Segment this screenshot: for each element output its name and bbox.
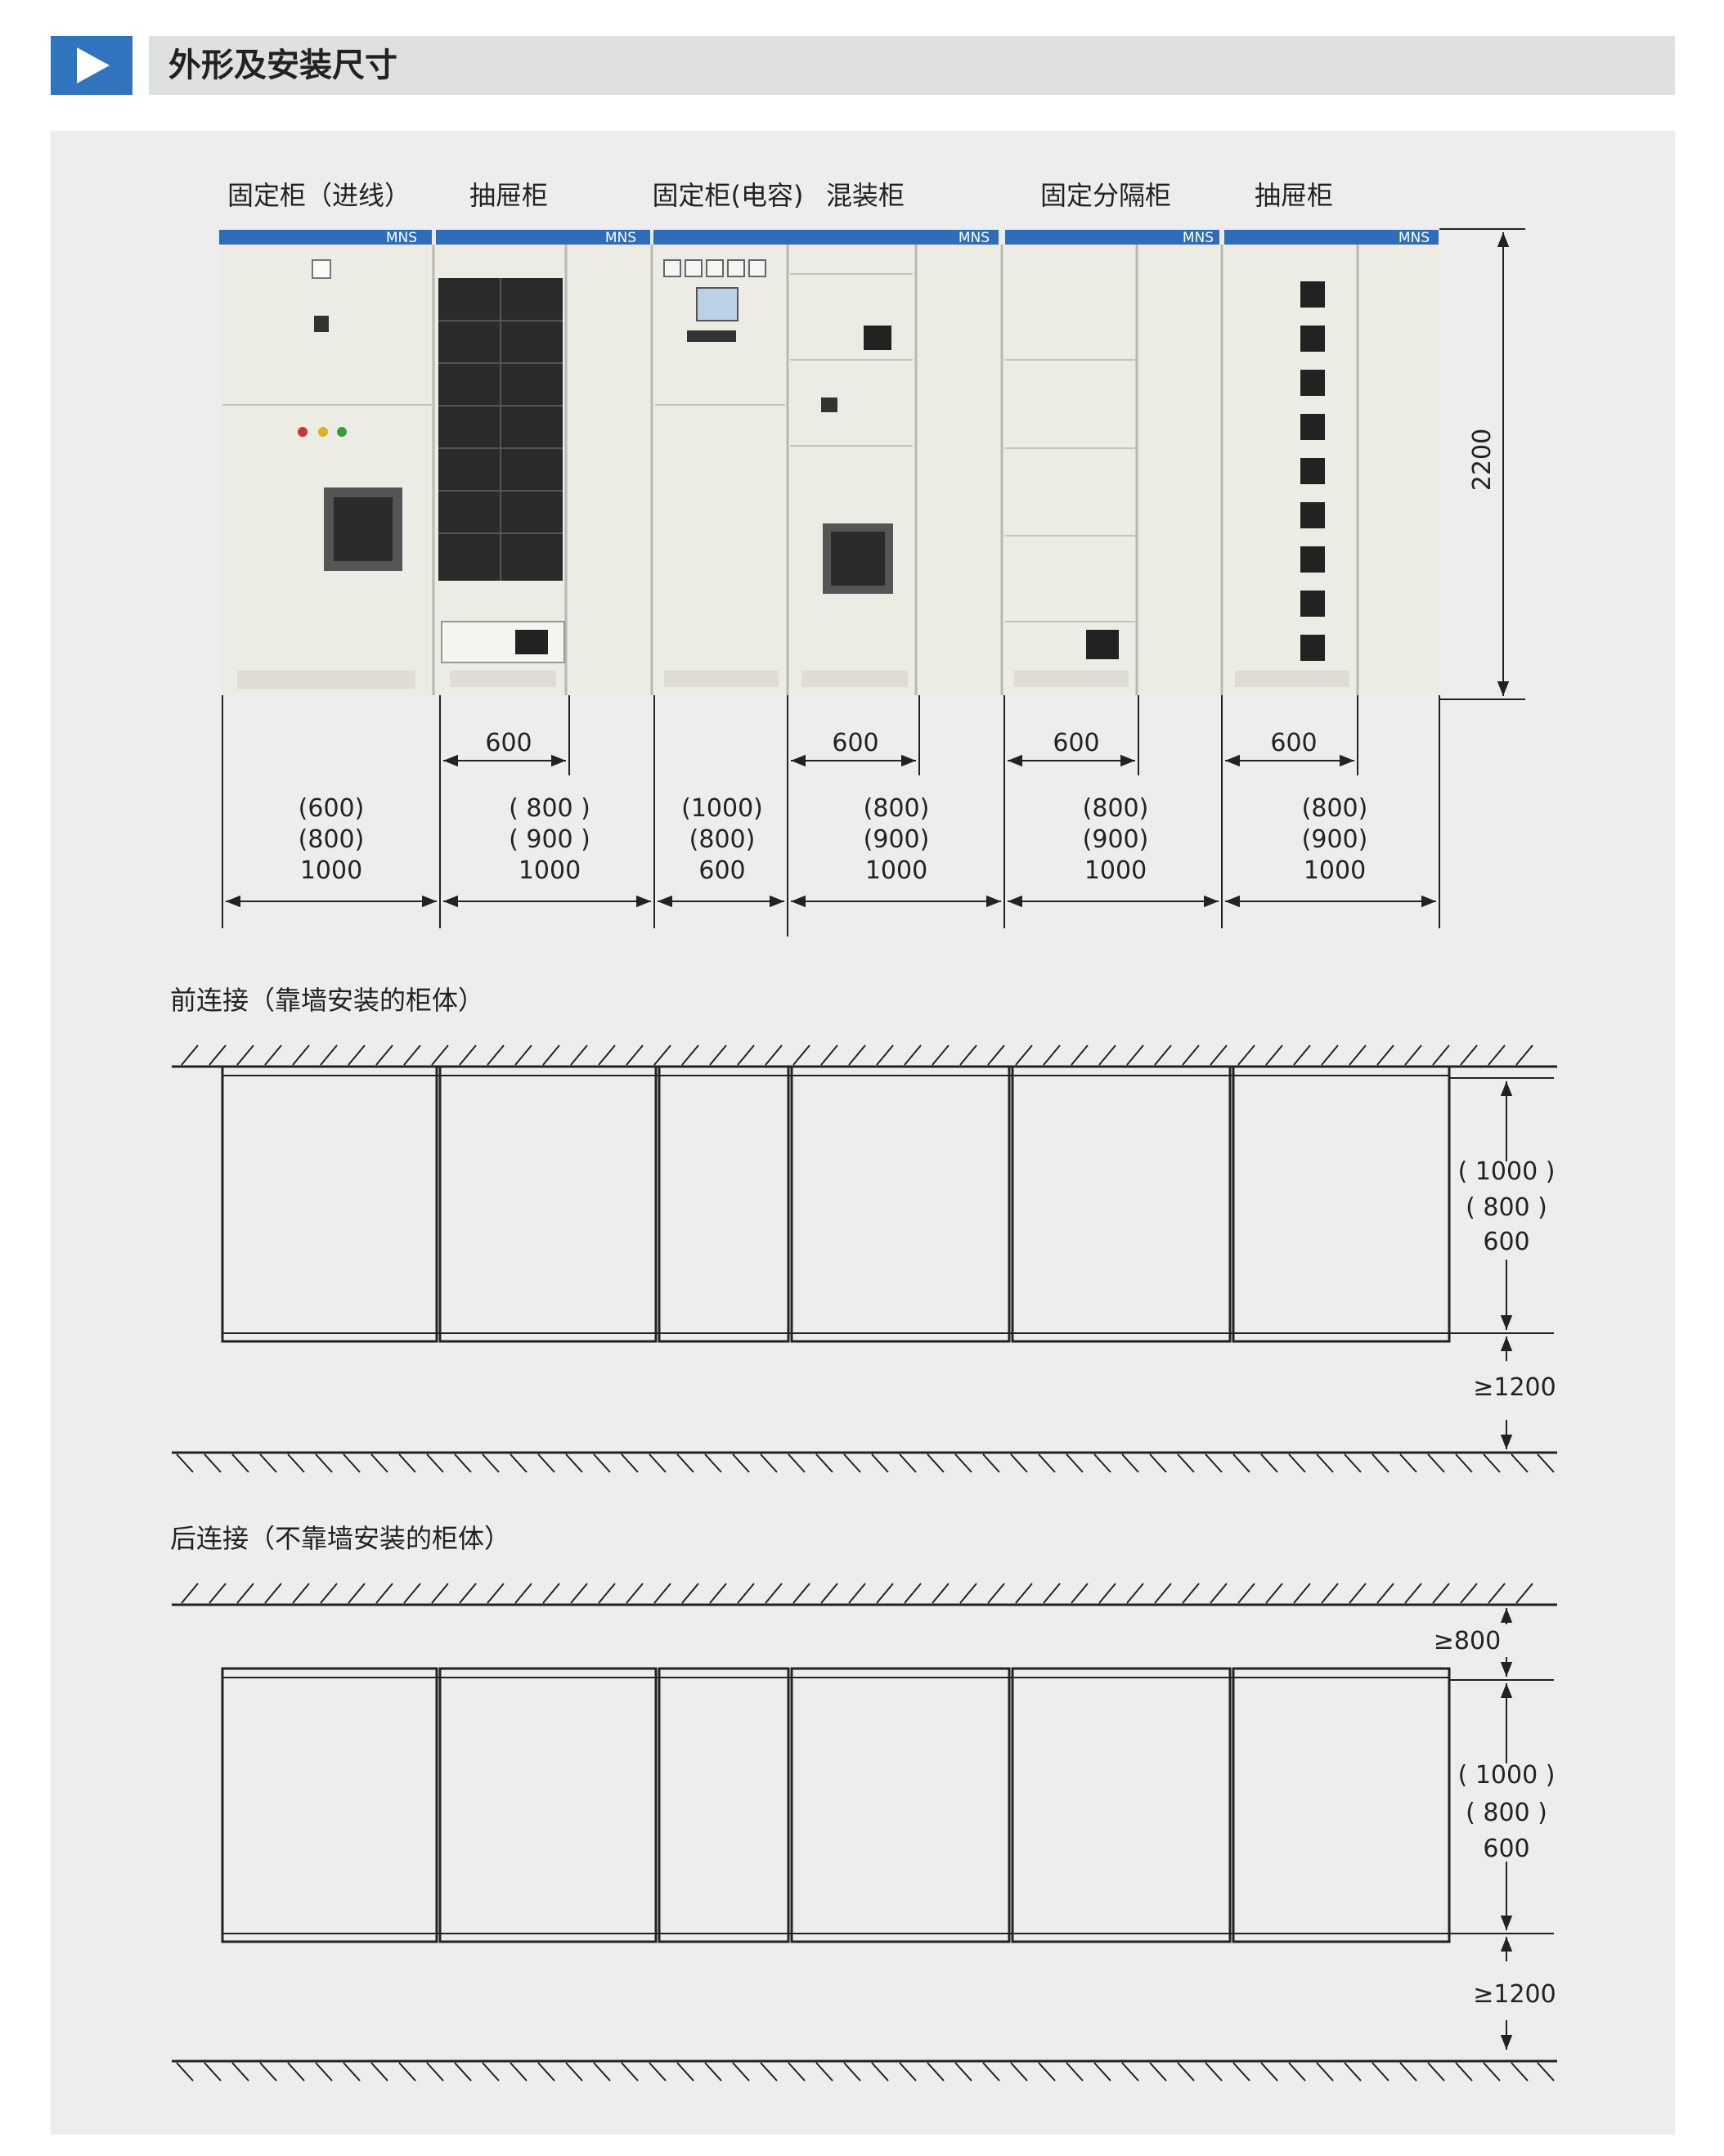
width-opt-6c: 1000 bbox=[1304, 856, 1366, 885]
rear-front-clearance: ≥1200 bbox=[1473, 1980, 1556, 2009]
width-opt-3c: 600 bbox=[698, 856, 745, 885]
label-drawer-1: 抽屉柜 bbox=[469, 180, 548, 211]
width-opt-5a: (800) bbox=[1083, 794, 1149, 823]
width-opt-1a: (600) bbox=[299, 794, 365, 823]
width-opt-2c: 1000 bbox=[519, 856, 581, 885]
cabinet-elevation: 固定柜（进线） 抽屉柜 固定柜(电容) 混装柜 固定分隔柜 抽屉柜 MNS MN… bbox=[219, 180, 1525, 937]
brand-mark-4: MNS bbox=[1183, 230, 1214, 246]
front-connection-plan: 前连接（靠墙安装的柜体） ( 1000 ) bbox=[170, 985, 1557, 1473]
width-opt-1b: (800) bbox=[299, 825, 365, 854]
width-opt-6b: (900) bbox=[1302, 825, 1368, 854]
rear-connection-title: 后连接（不靠墙安装的柜体） bbox=[170, 1523, 510, 1554]
brand-mark-1: MNS bbox=[386, 230, 417, 246]
front-depth-opt-3: 600 bbox=[1483, 1228, 1529, 1256]
front-depth-opt-1: ( 1000 ) bbox=[1458, 1157, 1556, 1186]
width-opt-2b: ( 900 ) bbox=[509, 825, 590, 854]
rear-connection-plan: 后连接（不靠墙安装的柜体） bbox=[170, 1523, 1557, 2082]
header-bar bbox=[149, 36, 1675, 95]
depth-dim-2: 600 bbox=[832, 729, 878, 757]
width-opt-4b: (900) bbox=[864, 825, 930, 854]
width-opt-3a: (1000) bbox=[681, 794, 763, 823]
width-opt-3b: (800) bbox=[689, 825, 756, 854]
depth-dim-4: 600 bbox=[1270, 729, 1317, 757]
label-fixed-partition: 固定分隔柜 bbox=[1040, 180, 1171, 211]
front-depth-opt-2: ( 800 ) bbox=[1466, 1193, 1547, 1222]
width-opt-5b: (900) bbox=[1083, 825, 1149, 854]
width-opt-4c: 1000 bbox=[865, 856, 927, 885]
width-opt-2a: ( 800 ) bbox=[509, 794, 590, 823]
rear-depth-opt-2: ( 800 ) bbox=[1466, 1799, 1547, 1827]
header-play-box bbox=[51, 36, 132, 95]
depth-dim-3: 600 bbox=[1053, 729, 1099, 757]
rear-depth-opt-1: ( 1000 ) bbox=[1458, 1761, 1556, 1790]
width-opt-5c: 1000 bbox=[1084, 856, 1147, 885]
width-opt-6a: (800) bbox=[1302, 794, 1368, 823]
label-fixed-capacitor: 固定柜(电容) bbox=[653, 180, 804, 211]
width-opt-1c: 1000 bbox=[300, 856, 362, 885]
rear-depth-opt-3: 600 bbox=[1483, 1835, 1529, 1863]
label-drawer-2: 抽屉柜 bbox=[1255, 180, 1333, 211]
brand-mark-2: MNS bbox=[605, 230, 636, 246]
front-clearance: ≥1200 bbox=[1473, 1373, 1556, 1402]
front-connection-title: 前连接（靠墙安装的柜体） bbox=[170, 985, 484, 1016]
depth-dim-1: 600 bbox=[485, 729, 532, 757]
width-opt-4a: (800) bbox=[864, 794, 930, 823]
label-fixed-incoming: 固定柜（进线） bbox=[227, 180, 411, 211]
brand-mark-5: MNS bbox=[1399, 230, 1430, 246]
label-mixed: 混装柜 bbox=[826, 180, 905, 211]
rear-clearance: ≥800 bbox=[1434, 1627, 1501, 1655]
height-dimension: 2200 bbox=[1468, 429, 1497, 491]
page-title: 外形及安装尺寸 bbox=[168, 47, 397, 84]
brand-mark-3: MNS bbox=[959, 230, 990, 246]
play-triangle-icon bbox=[77, 47, 110, 83]
